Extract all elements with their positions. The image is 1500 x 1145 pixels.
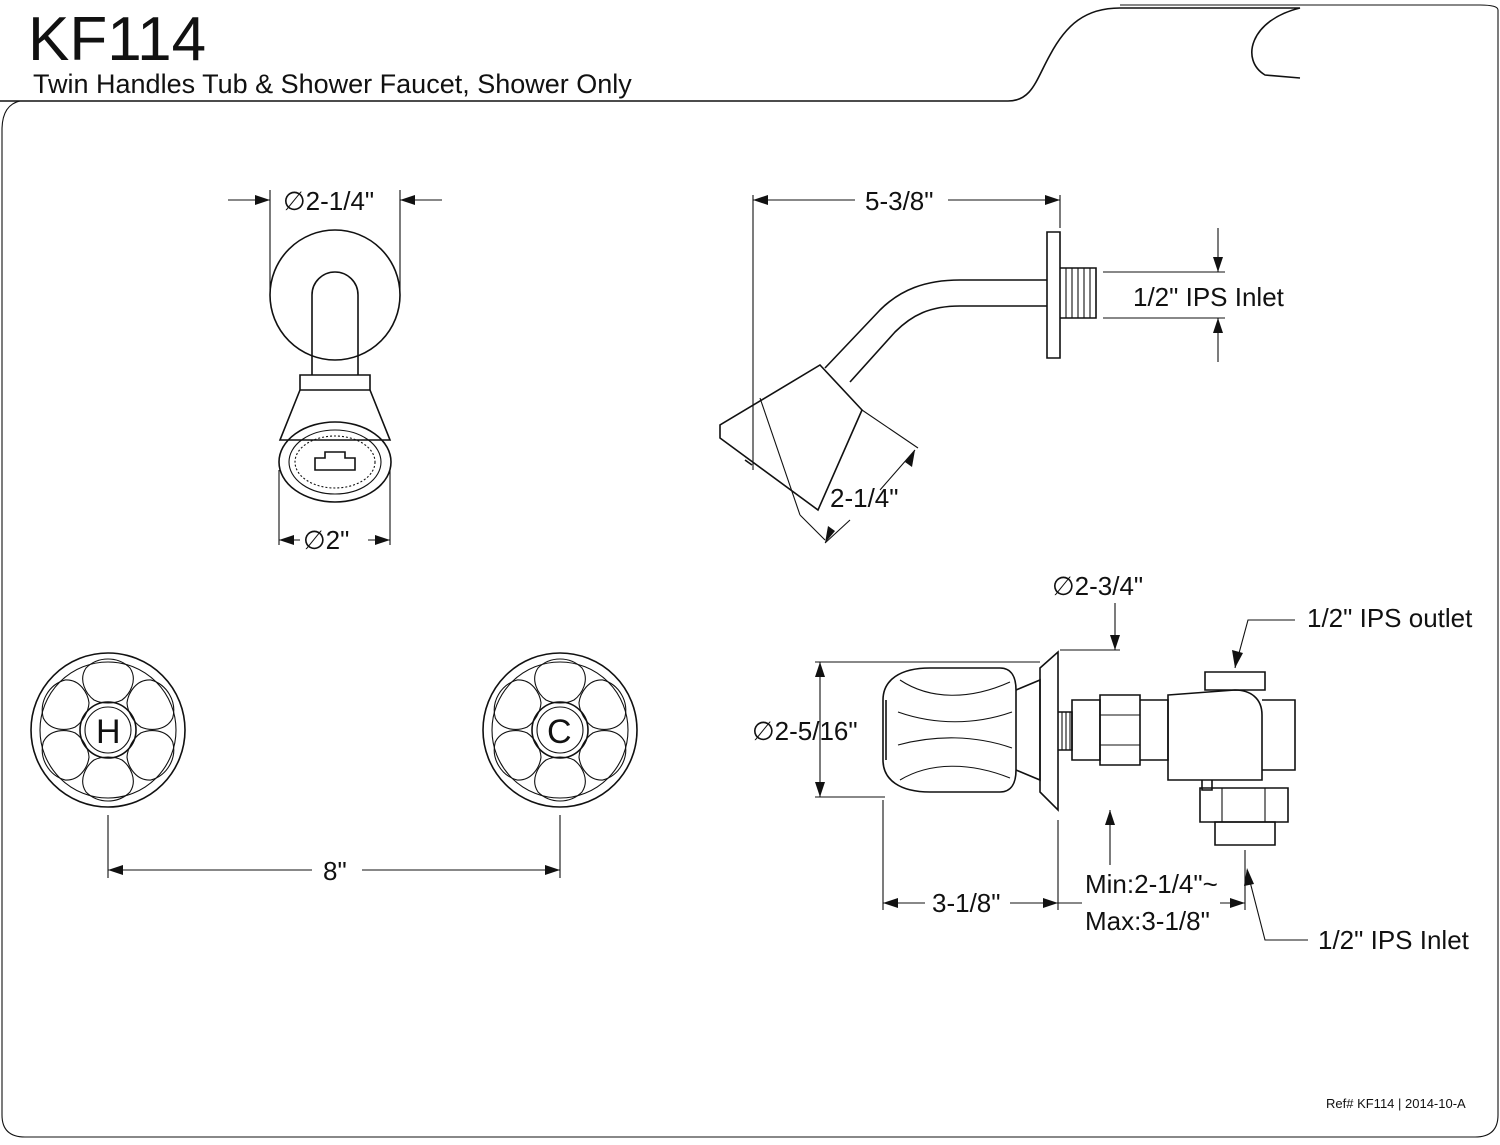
reference-note: Ref# KF114 | 2014-10-A (1326, 1096, 1466, 1111)
flange-diameter-label: ∅2-1/4" (283, 186, 374, 216)
valve-depth-min-label: Min:2-1/4"~ (1085, 869, 1218, 899)
arm-reach-label: 5-3/8" (865, 186, 934, 216)
valve-inlet-label: 1/2" IPS Inlet (1318, 925, 1470, 955)
valve-side-view (815, 603, 1308, 941)
escutcheon-diameter-label: ∅2-3/4" (1052, 571, 1143, 601)
handle-depth-label: 3-1/8" (932, 888, 1001, 918)
handle-spacing-dimension (107, 815, 561, 878)
head-length-label: 2-1/4" (830, 483, 899, 513)
shower-head-front-view (228, 190, 442, 545)
model-number: KF114 (28, 5, 206, 74)
head-diameter-label: ∅2" (303, 525, 349, 555)
hot-handle-label: H (96, 713, 121, 751)
cold-handle-label: C (547, 713, 572, 751)
shower-arm-side-view (719, 195, 1225, 544)
sheet-border (1, 4, 1499, 1138)
handle-spacing-label: 8" (323, 856, 347, 886)
handle-diameter-label: ∅2-5/16" (752, 716, 858, 746)
valve-depth-max-label: Max:3-1/8" (1085, 906, 1210, 936)
valve-outlet-label: 1/2" IPS outlet (1307, 603, 1473, 633)
sheet-frame (0, 7, 1301, 102)
product-subtitle: Twin Handles Tub & Shower Faucet, Shower… (33, 69, 632, 99)
arm-inlet-label: 1/2" IPS Inlet (1133, 282, 1285, 312)
